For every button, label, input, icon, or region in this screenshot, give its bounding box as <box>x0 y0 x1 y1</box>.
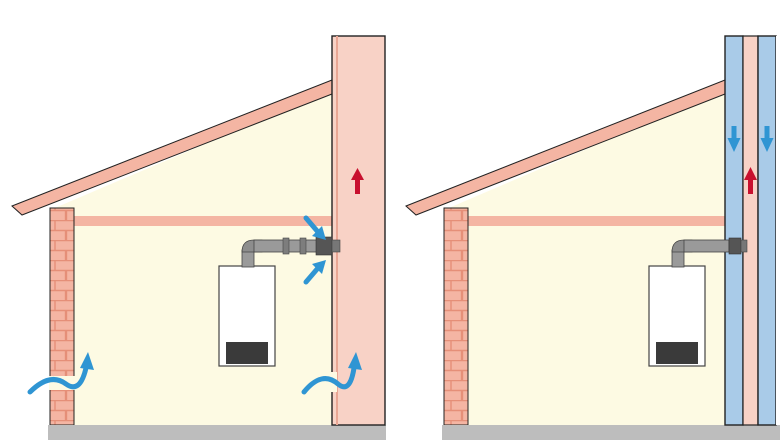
draft-diverter <box>315 236 333 256</box>
boiler <box>648 237 748 367</box>
panel-open-flue <box>11 35 386 440</box>
air-inflow-arrow-icon <box>80 352 94 370</box>
air-downflow-arrow-icon <box>760 126 774 152</box>
air-inflow-arrow-icon <box>303 215 321 235</box>
floor <box>442 425 780 440</box>
air-inflow-arrow-icon <box>301 365 357 395</box>
ceiling-beam <box>74 216 332 226</box>
air-downflow-arrow-icon <box>727 126 741 152</box>
ceiling-beam <box>468 216 725 226</box>
inner-flue-channel <box>742 35 759 426</box>
boiler-control-panel <box>656 342 698 364</box>
flue-gas-arrow-icon <box>351 168 364 194</box>
brick-wall <box>49 207 75 426</box>
boiler <box>218 236 341 367</box>
air-inflow-arrow-icon <box>27 365 89 395</box>
outer-air-channel-right <box>757 35 777 426</box>
boiler-riser-pipe <box>241 249 255 268</box>
floor <box>48 425 386 440</box>
flue-pipe <box>683 239 730 253</box>
flue-connector <box>728 237 742 255</box>
outer-air-channel-left <box>724 35 744 426</box>
flue-gas-arrow-icon <box>744 167 757 194</box>
brick-wall <box>443 207 469 426</box>
panel-coaxial <box>405 35 780 440</box>
boiler-control-panel <box>226 342 268 364</box>
coaxial-chimney <box>724 35 780 426</box>
